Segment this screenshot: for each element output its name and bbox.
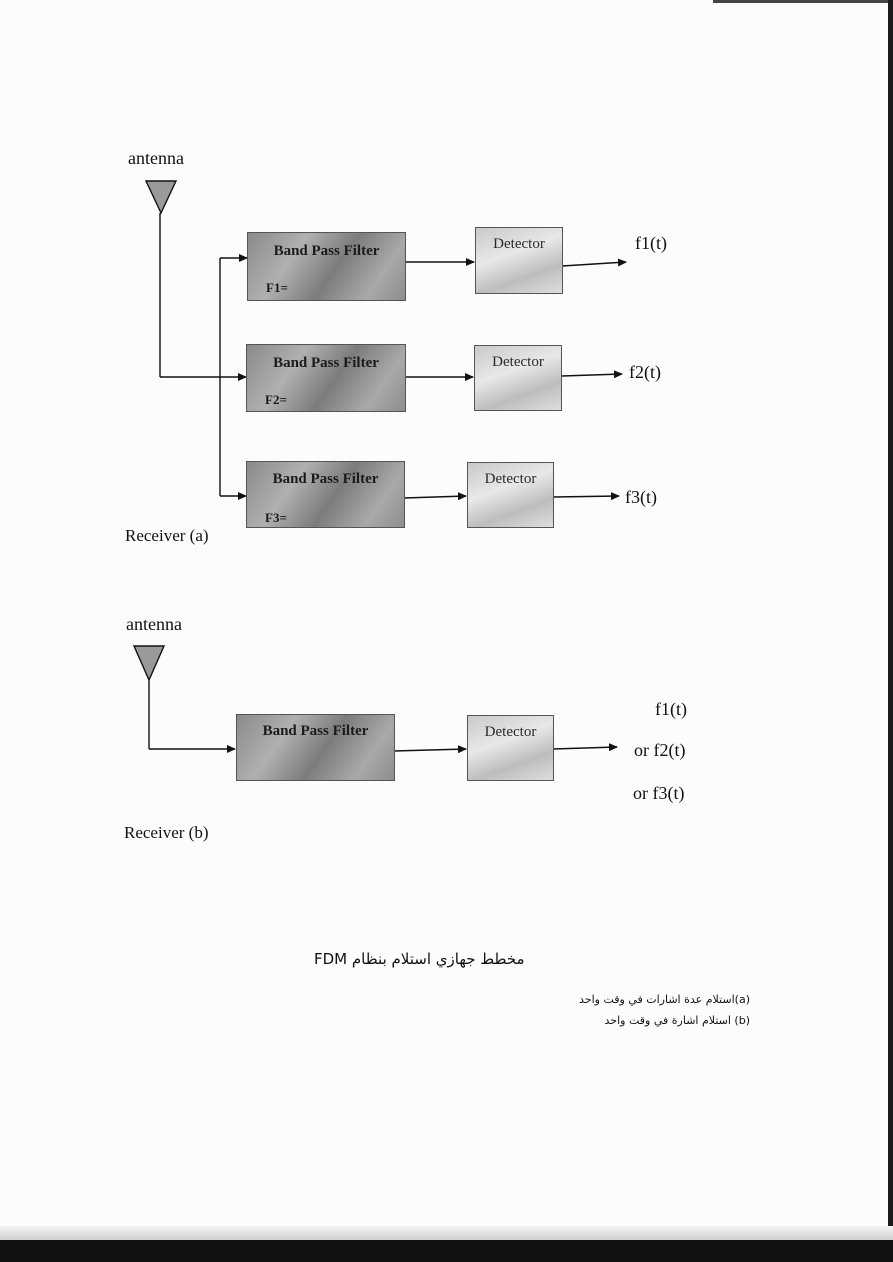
output-b-2: or f2(t) bbox=[634, 740, 686, 760]
detector-1: Detector bbox=[475, 227, 563, 294]
detector-1-label: Detector bbox=[493, 236, 545, 252]
detector-3: Detector bbox=[467, 462, 554, 528]
band-pass-filter-2: Band Pass Filter F2= bbox=[246, 344, 406, 412]
detector-1-out bbox=[561, 258, 627, 267]
filter-2-title: Band Pass Filter bbox=[273, 355, 379, 371]
note-b: (b) استلام اشارة في وقت واحد bbox=[604, 1014, 750, 1027]
output-a-1: f1(t) bbox=[635, 233, 667, 253]
output-a-3: f3(t) bbox=[625, 487, 657, 507]
detector-b-label: Detector bbox=[484, 724, 537, 740]
detector-3-label: Detector bbox=[484, 471, 537, 487]
b-filter-to-detector bbox=[393, 745, 467, 754]
filter-1-title: Band Pass Filter bbox=[273, 243, 380, 259]
detector-b: Detector bbox=[467, 715, 554, 781]
output-b-1: f1(t) bbox=[655, 699, 687, 719]
antenna-a-icon bbox=[144, 180, 178, 215]
output-a-2: f2(t) bbox=[629, 362, 661, 382]
filter-2-frequency: F2= bbox=[265, 392, 287, 407]
band-pass-filter-b: Band Pass Filter bbox=[236, 714, 395, 781]
band-pass-filter-3: Band Pass Filter F3= bbox=[246, 461, 405, 528]
detector-2-label: Detector bbox=[492, 354, 544, 370]
caption-receiver-a: Receiver (a) bbox=[125, 526, 209, 545]
scan-edge-bottom bbox=[0, 1240, 893, 1262]
f3-to-detector-3 bbox=[403, 492, 467, 501]
filter-3-title: Band Pass Filter bbox=[272, 471, 379, 487]
band-pass-filter-1: Band Pass Filter F1= bbox=[247, 232, 406, 301]
filter-3-frequency: F3= bbox=[265, 510, 287, 525]
scan-edge-top bbox=[713, 0, 893, 3]
output-b-3: or f3(t) bbox=[633, 783, 685, 803]
filter-1-frequency: F1= bbox=[266, 280, 288, 295]
caption-receiver-b: Receiver (b) bbox=[124, 823, 209, 842]
scan-shadow-bottom bbox=[0, 1226, 893, 1240]
detector-3-out bbox=[552, 492, 620, 501]
scan-edge-right bbox=[888, 0, 893, 1262]
antenna-label-a: antenna bbox=[128, 148, 184, 168]
figure-title: مخطط جهازي استلام بنظام FDM bbox=[314, 950, 525, 968]
antenna-label-b: antenna bbox=[126, 614, 182, 634]
detector-2: Detector bbox=[474, 345, 562, 411]
note-a: (a)استلام عدة اشارات في وقت واحد bbox=[579, 993, 750, 1006]
detector-2-out bbox=[561, 370, 623, 379]
b-detector-out bbox=[552, 743, 618, 752]
filter-b-title: Band Pass Filter bbox=[262, 723, 369, 739]
antenna-b-icon bbox=[132, 645, 166, 682]
